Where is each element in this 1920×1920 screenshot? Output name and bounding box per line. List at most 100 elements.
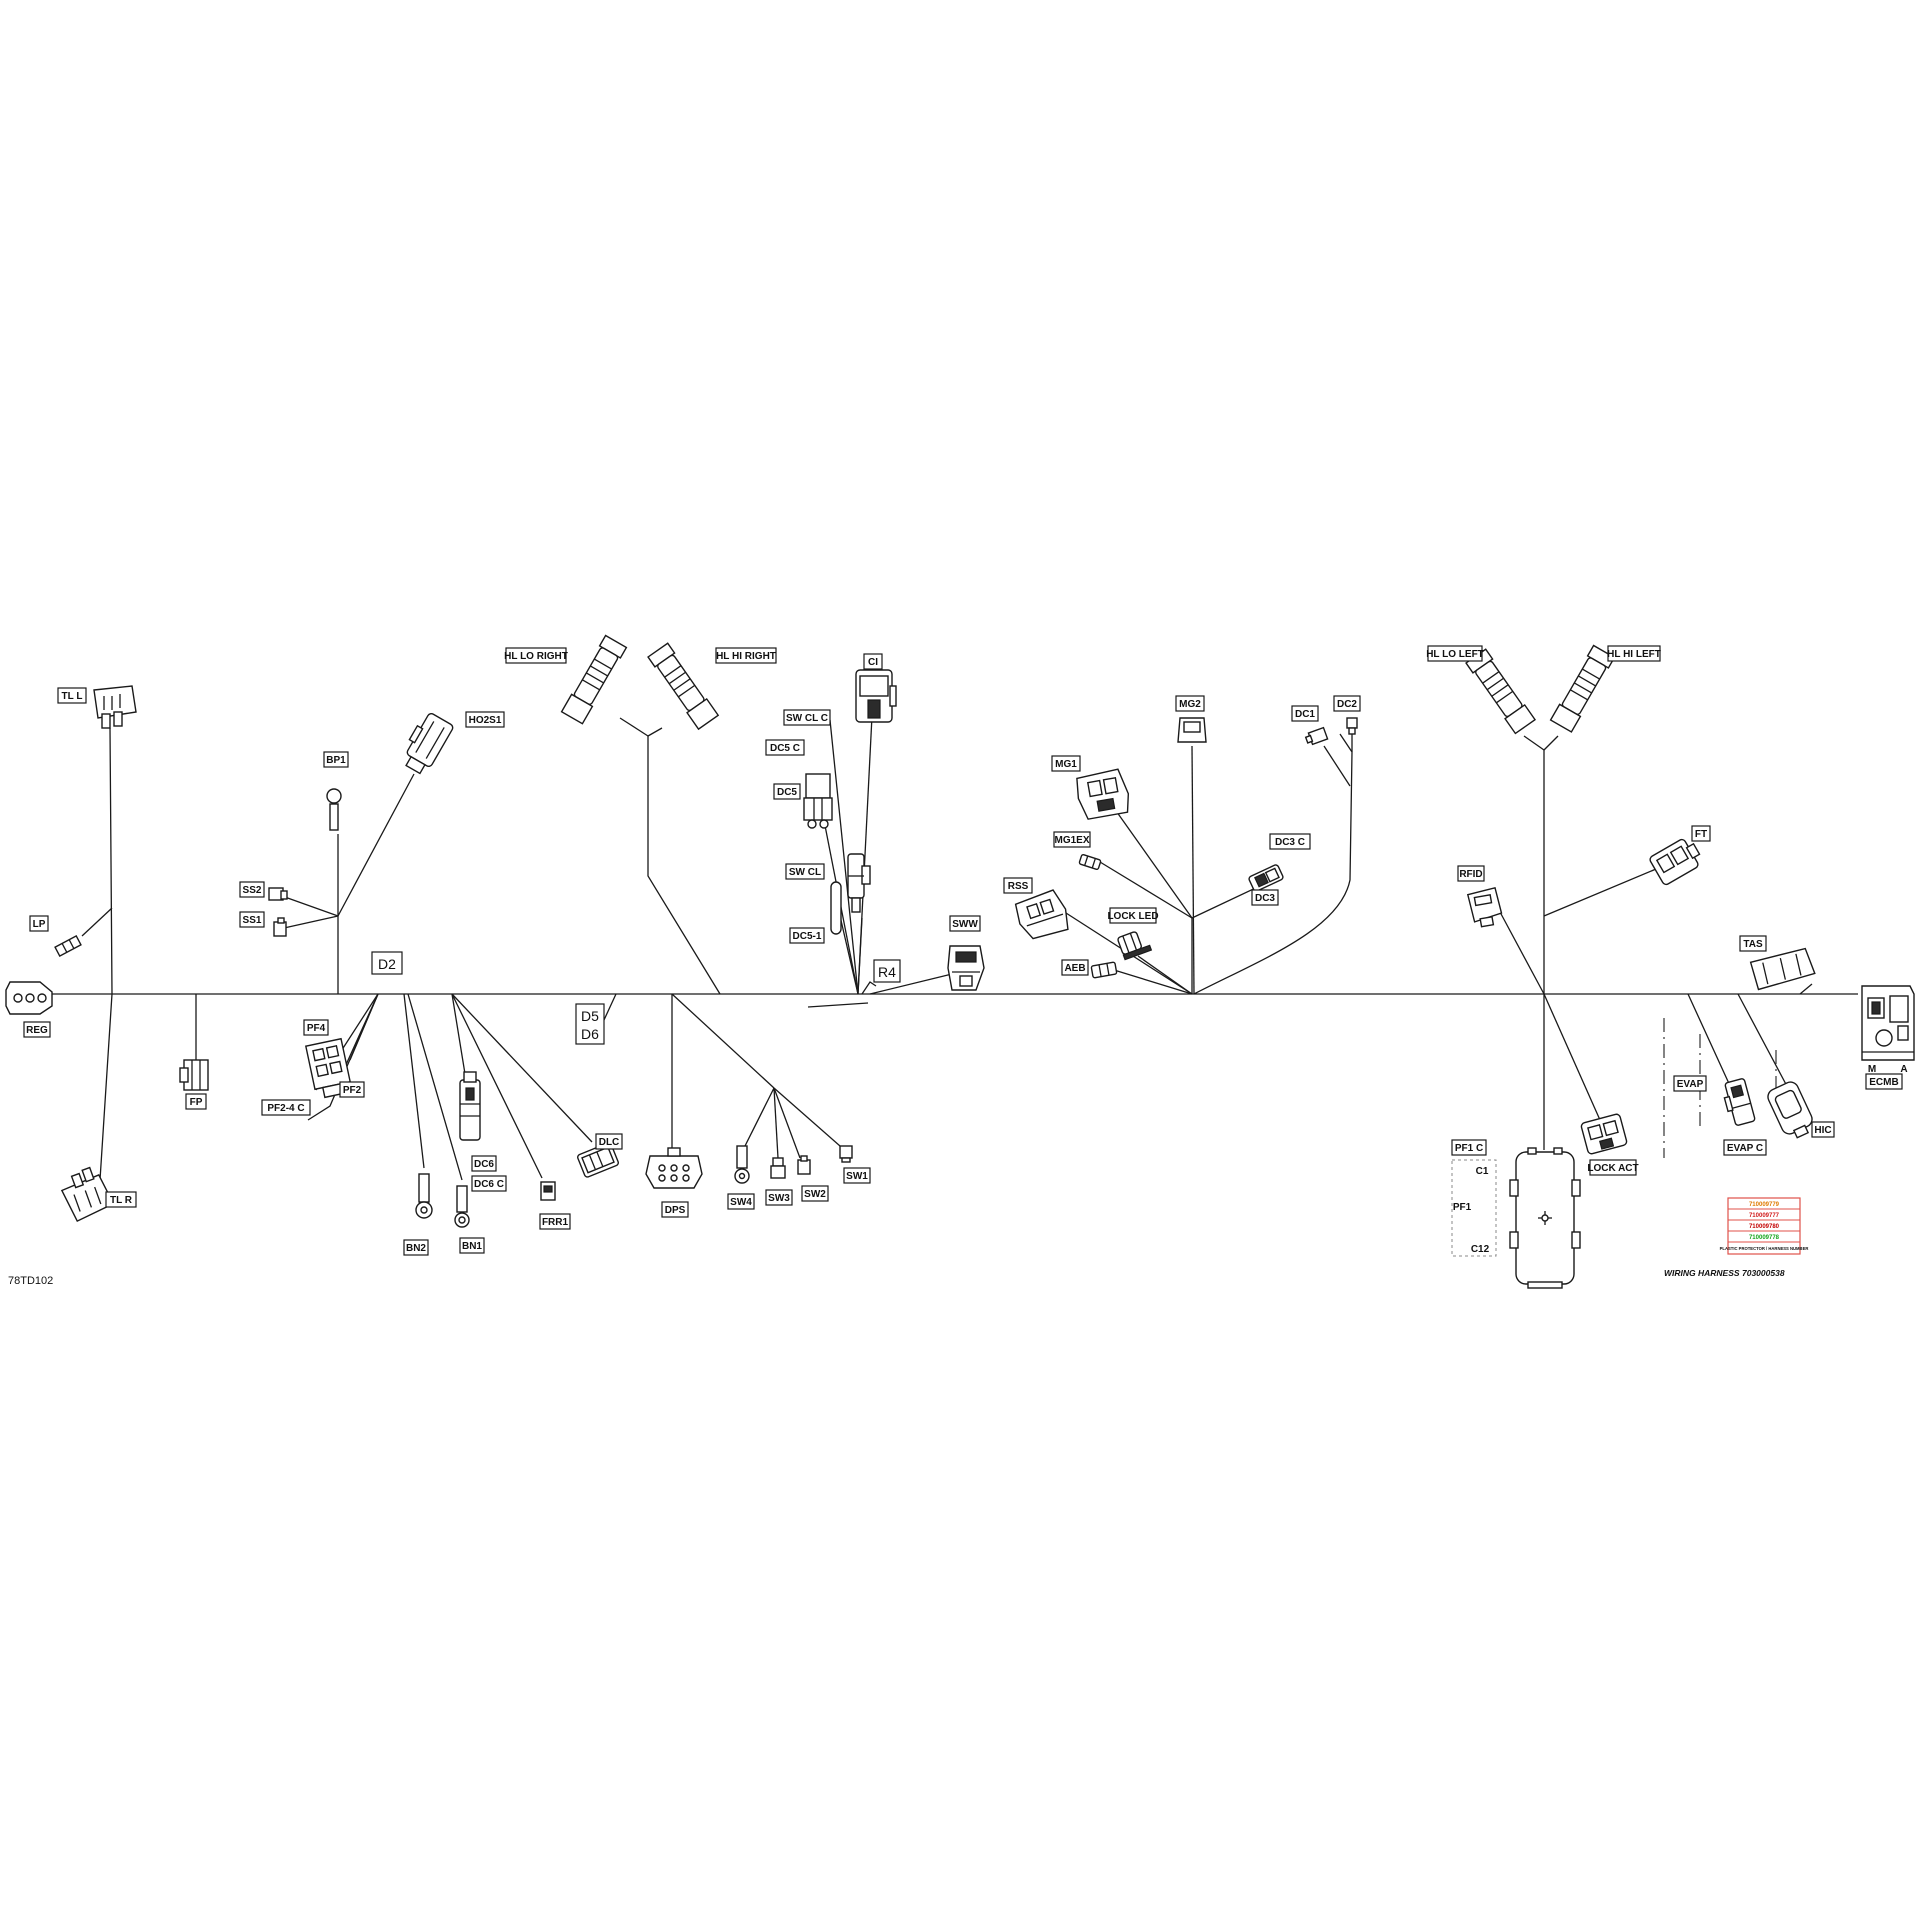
dc3-connector-icon <box>1248 864 1284 892</box>
label-sww: SWW <box>949 915 981 932</box>
svg-text:SWW: SWW <box>952 919 978 930</box>
dc5-1-terminal-icon <box>830 881 842 935</box>
reg-connector-icon <box>5 981 53 1015</box>
svg-text:SW CL C: SW CL C <box>786 713 828 724</box>
label-ci: CI <box>863 653 883 670</box>
svg-text:DC3: DC3 <box>1255 893 1275 904</box>
label-dc1: DC1 <box>1291 705 1319 722</box>
svg-text:SW1: SW1 <box>846 1171 868 1182</box>
label-lock-led: LOCK LED <box>1107 907 1159 924</box>
label-pf4: PF4 <box>303 1019 329 1036</box>
svg-text:HL LO LEFT: HL LO LEFT <box>1426 649 1484 660</box>
marker-r4: R4 <box>873 959 901 983</box>
label-ss1: SS1 <box>239 911 265 928</box>
label-aeb: AEB <box>1061 959 1089 976</box>
harness-number: 703000538 <box>1742 1268 1785 1278</box>
svg-text:PF2-4 C: PF2-4 C <box>267 1103 304 1114</box>
svg-text:CI: CI <box>868 657 878 668</box>
svg-text:DC5: DC5 <box>777 787 797 798</box>
svg-text:FT: FT <box>1695 829 1707 840</box>
svg-text:RSS: RSS <box>1008 881 1029 892</box>
label-frr1: FRR1 <box>539 1213 571 1230</box>
svg-text:TL L: TL L <box>62 691 83 702</box>
svg-text:D2: D2 <box>378 956 396 972</box>
hl-lo-right-connector-icon <box>560 634 628 725</box>
ft-connector-icon <box>1649 838 1701 886</box>
lock-led-connector-icon <box>1117 931 1153 961</box>
label-lp: LP <box>29 915 49 932</box>
svg-text:HIC: HIC <box>1814 1125 1831 1136</box>
svg-text:R4: R4 <box>878 964 896 980</box>
sw3-terminal-icon <box>770 1157 786 1179</box>
label-tas: TAS <box>1739 935 1767 952</box>
hl-hi-right-connector-icon <box>647 642 720 731</box>
wires <box>48 715 1858 1181</box>
labels: TL L TL R LP REG FP SS2 SS1 BP1 HO2S1 PF… <box>8 645 1908 1287</box>
aeb-connector-icon <box>1090 961 1118 979</box>
label-bp1: BP1 <box>323 751 349 768</box>
label-mg2: MG2 <box>1175 695 1205 712</box>
svg-text:MG2: MG2 <box>1179 699 1201 710</box>
label-dc5-1: DC5-1 <box>789 927 825 944</box>
label-evap-c: EVAP C <box>1723 1139 1767 1156</box>
svg-text:DLC: DLC <box>599 1137 620 1148</box>
frr1-connector-icon <box>540 1181 556 1201</box>
label-pf1-c: PF1 C <box>1451 1139 1487 1156</box>
dps-connector-icon <box>645 1147 703 1189</box>
bn2-ring-terminal-icon <box>415 1173 433 1219</box>
svg-text:PF2: PF2 <box>343 1085 362 1096</box>
svg-text:DPS: DPS <box>665 1205 686 1216</box>
tl-l-connector-icon <box>93 685 137 729</box>
label-dc6-c: DC6 C <box>471 1175 507 1192</box>
pf1-fuse-box-icon <box>1509 1147 1581 1289</box>
label-dps: DPS <box>661 1201 689 1218</box>
label-ss2: SS2 <box>239 881 265 898</box>
label-dc6: DC6 <box>471 1155 497 1172</box>
legend-box: 710009779 710009777 710009780 710009778 … <box>1720 1197 1809 1255</box>
svg-text:LOCK LED: LOCK LED <box>1107 911 1158 922</box>
svg-text:DC1: DC1 <box>1295 709 1315 720</box>
label-tl-r: TL R <box>105 1191 137 1208</box>
svg-text:HL LO RIGHT: HL LO RIGHT <box>504 651 568 662</box>
label-ho2s1: HO2S1 <box>465 711 505 728</box>
svg-text:DC6 C: DC6 C <box>474 1179 504 1190</box>
svg-text:FRR1: FRR1 <box>542 1217 569 1228</box>
label-fp: FP <box>185 1093 207 1110</box>
tas-connector-icon <box>1749 947 1816 991</box>
svg-text:DC5-1: DC5-1 <box>793 931 822 942</box>
lock-act-connector-icon <box>1580 1113 1628 1155</box>
label-hl-hi-right: HL HI RIGHT <box>715 647 777 664</box>
label-pf1: PF1 <box>1453 1202 1472 1213</box>
label-rss: RSS <box>1003 877 1033 894</box>
svg-text:BN2: BN2 <box>406 1243 426 1254</box>
svg-text:DC2: DC2 <box>1337 699 1357 710</box>
svg-text:REG: REG <box>26 1025 48 1036</box>
svg-text:TL R: TL R <box>110 1195 133 1206</box>
ss2-connector-icon <box>268 887 288 901</box>
label-reg: REG <box>23 1021 51 1038</box>
rss-connector-icon <box>1014 889 1069 940</box>
label-dc5-c: DC5 C <box>765 739 805 756</box>
label-pf2: PF2 <box>339 1081 365 1098</box>
dc1-connector-icon <box>1304 726 1329 746</box>
sw4-terminal-icon <box>734 1145 750 1184</box>
svg-text:DC5 C: DC5 C <box>770 743 800 754</box>
svg-text:SS2: SS2 <box>243 885 262 896</box>
hl-lo-left-connector-icon <box>1465 648 1537 735</box>
evap-connector-icon <box>1723 1078 1756 1126</box>
svg-text:FP: FP <box>190 1097 203 1108</box>
label-sw-cl-c: SW CL C <box>783 709 831 726</box>
svg-text:SW CL: SW CL <box>789 867 821 878</box>
svg-text:ECMB: ECMB <box>1869 1077 1898 1088</box>
bp1-connector-icon <box>326 788 342 831</box>
svg-text:LP: LP <box>33 919 46 930</box>
legend-code-3: 710009780 <box>1749 1224 1780 1230</box>
svg-text:HL HI LEFT: HL HI LEFT <box>1607 649 1661 660</box>
legend-code-5: PLASTIC PROTECTOR / HARNESS NUMBER <box>1720 1246 1809 1251</box>
dc2-connector-icon <box>1346 717 1358 735</box>
legend-code-2: 710009777 <box>1749 1213 1780 1219</box>
label-sw-cl: SW CL <box>785 863 825 880</box>
label-hl-hi-left: HL HI LEFT <box>1607 645 1661 662</box>
